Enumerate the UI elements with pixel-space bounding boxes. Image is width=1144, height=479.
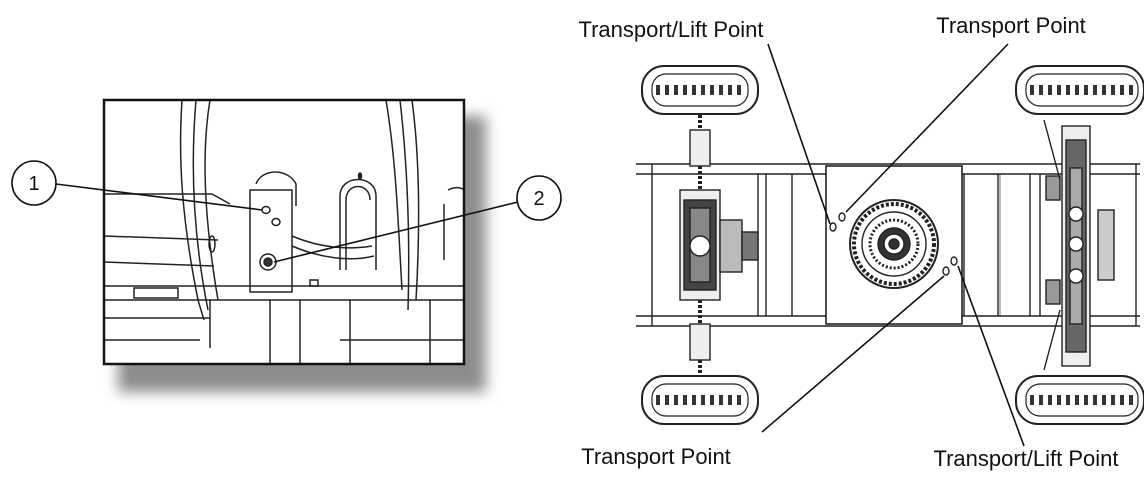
callout-1-circle	[11, 160, 57, 206]
wheel-top-left	[641, 65, 759, 115]
callout-1-number: 1	[28, 173, 39, 195]
leader-bottom-left	[761, 275, 945, 433]
wheel-bottom-right	[1015, 375, 1144, 425]
wheel-bottom-left	[641, 375, 759, 425]
callout-1: 1	[11, 160, 263, 211]
label-bottom-left: Transport Point	[581, 444, 731, 469]
leader-bottom-right	[957, 265, 1025, 447]
slew-ring	[849, 199, 939, 289]
right-axle-assembly	[1043, 119, 1115, 371]
left-axle-assembly	[679, 110, 759, 380]
label-top-left: Transport/Lift Point	[578, 17, 763, 42]
transport-holes-upper	[829, 212, 846, 232]
leader-top-left	[767, 43, 831, 225]
callout-2-number: 2	[533, 188, 544, 210]
detail-view	[102, 98, 486, 392]
transport-holes-lower	[942, 256, 958, 276]
label-top-right: Transport Point	[936, 13, 1086, 38]
cross-members	[757, 174, 1041, 316]
wheel-top-right	[1015, 65, 1144, 115]
detail-drawing	[104, 100, 464, 364]
leader-top-right	[845, 43, 1009, 213]
callout-2: 2	[273, 175, 562, 263]
leader-lines	[761, 43, 1025, 447]
callout-2-circle	[516, 175, 562, 221]
label-bottom-right: Transport/Lift Point	[933, 446, 1118, 471]
chassis-diagram	[636, 65, 1144, 425]
panel-border	[102, 98, 466, 366]
